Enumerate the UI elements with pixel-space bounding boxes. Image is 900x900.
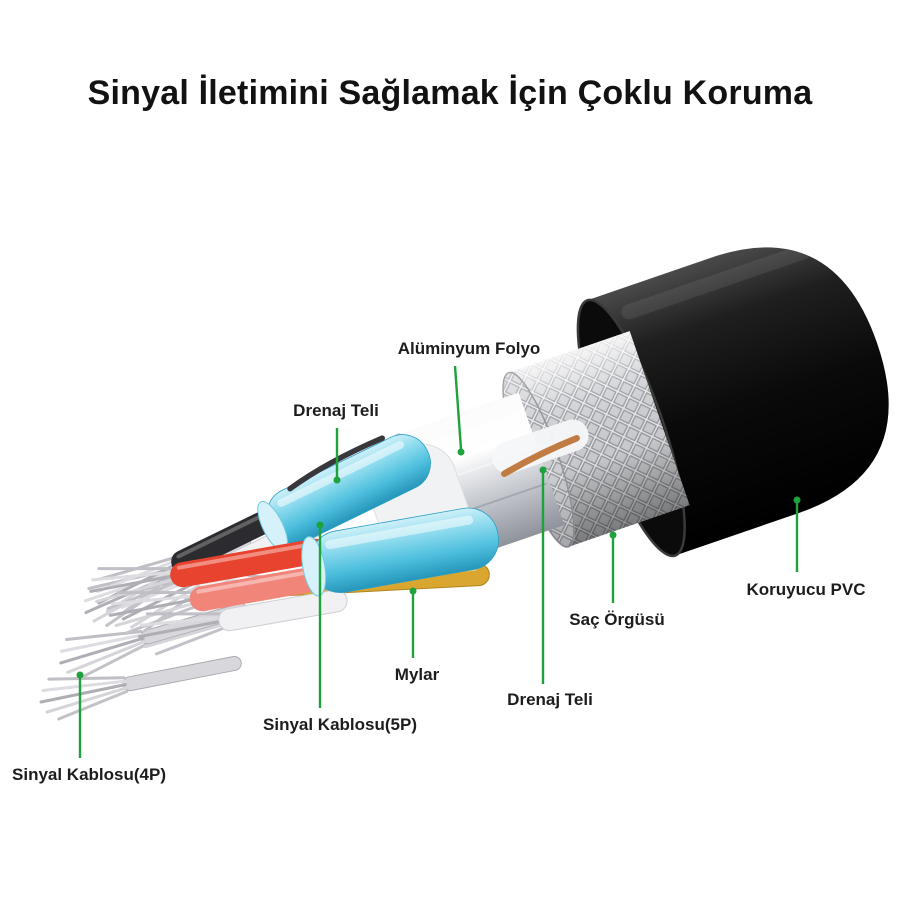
drain-wire-copper-graphic [492,419,589,478]
lower-signal-cable-graphic [85,507,499,658]
leader-signal-cable-4p [76,671,84,758]
label-protective-pvc: Koruyucu PVC [746,580,866,599]
upper-signal-cable-graphic [88,434,431,639]
leader-protective-pvc [793,496,801,572]
label-mylar: Mylar [394,665,440,684]
leader-drain-wire-top [333,428,341,484]
leader-lines [76,365,801,758]
leader-aluminum-foil [453,365,465,456]
leader-drain-wire-bottom [539,466,547,684]
leader-mylar [409,587,417,658]
leader-braided-shield [609,531,617,603]
label-aluminum-foil: Alüminyum Folyo [397,339,541,358]
page-title: Sinyal İletimini Sağlamak İçin Çoklu Kor… [87,74,813,112]
label-drain-wire-bottom: Drenaj Teli [507,690,593,709]
label-drain-wire-top: Drenaj Teli [293,401,379,420]
label-signal-cable-5p: Sinyal Kablosu(5P) [263,715,417,734]
leader-signal-cable-5p [316,521,324,708]
label-signal-cable-4p: Sinyal Kablosu(4P) [12,765,166,784]
label-braided-shield: Saç Örgüsü [569,610,665,629]
